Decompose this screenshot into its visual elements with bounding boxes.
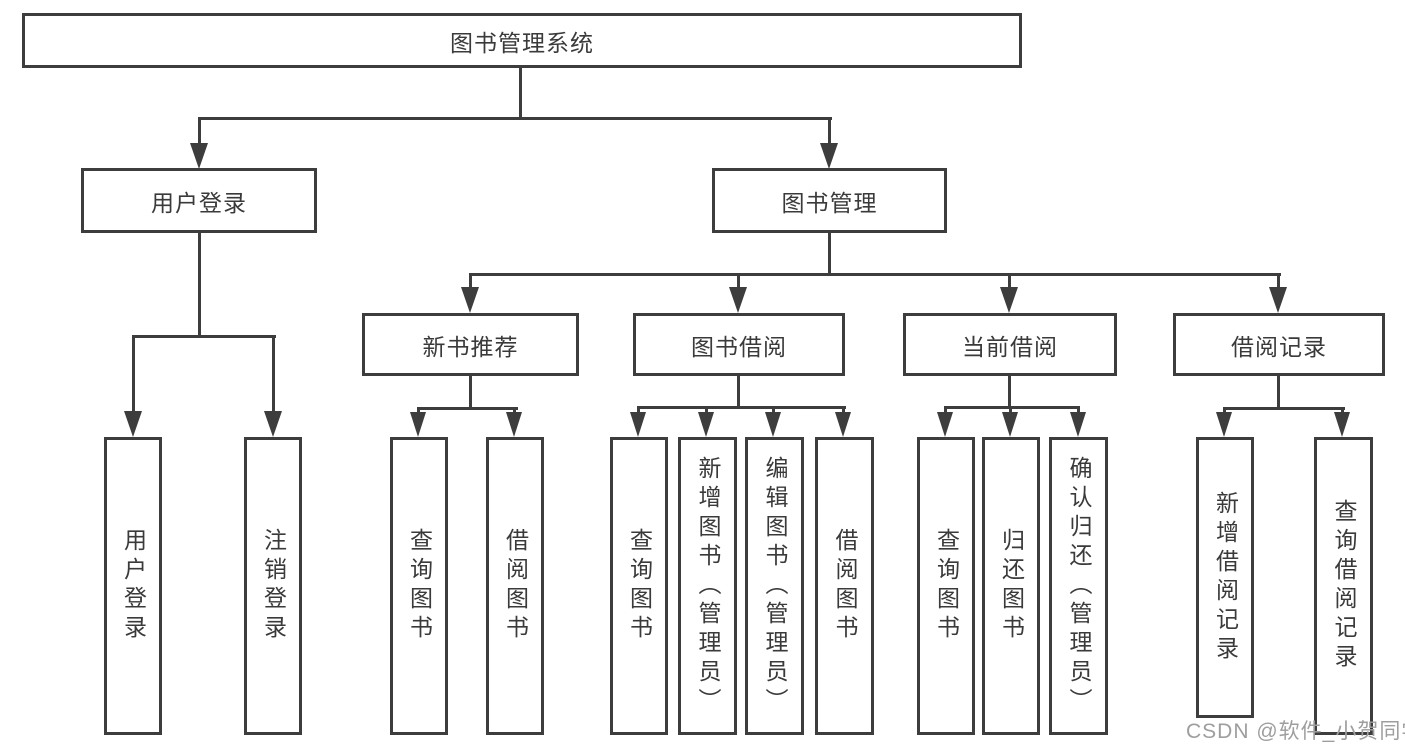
- arrow-down-icon: [698, 412, 714, 437]
- node-new-book-recommend: 新书推荐: [362, 313, 579, 376]
- connector-line: [1009, 406, 1012, 413]
- arrow-down-icon: [124, 411, 142, 437]
- connector-line: [705, 406, 708, 413]
- leaf-query-books-current: 查询图书: [917, 437, 975, 735]
- leaf-logout: 注销登录: [244, 437, 302, 735]
- node-user-login: 用户登录: [81, 168, 317, 233]
- leaf-user-login: 用户登录: [104, 437, 162, 735]
- leaf-edit-books-admin: 编辑图书（管理员）: [745, 437, 804, 735]
- node-label: 新增图书（管理员）: [695, 455, 721, 717]
- arrow-down-icon: [630, 412, 646, 437]
- node-label: 图书管理: [781, 189, 878, 216]
- connector-line: [1223, 407, 1226, 413]
- arrow-down-icon: [1334, 412, 1350, 437]
- connector-line: [1277, 273, 1280, 289]
- node-label: 查询借阅记录: [1331, 499, 1357, 673]
- connector-line: [417, 407, 420, 413]
- connector-line: [198, 233, 201, 336]
- leaf-add-borrow-record: 新增借阅记录: [1196, 437, 1254, 718]
- connector-line: [772, 406, 775, 413]
- arrow-down-icon: [506, 412, 522, 437]
- connector-line: [737, 376, 740, 407]
- connector-line: [637, 406, 640, 413]
- connector-line: [198, 117, 832, 120]
- connector-line: [469, 376, 472, 408]
- connector-line: [1008, 376, 1011, 407]
- node-label: 查询图书: [933, 528, 960, 644]
- arrow-down-icon: [1000, 287, 1018, 313]
- arrow-down-icon: [410, 412, 426, 437]
- connector-line: [132, 335, 276, 338]
- node-label: 借阅图书: [832, 528, 858, 644]
- node-label: 图书管理系统: [450, 29, 594, 56]
- node-label: 查询图书: [406, 528, 433, 644]
- connector-line: [272, 335, 275, 413]
- arrow-down-icon: [461, 287, 479, 313]
- arrow-down-icon: [1216, 412, 1232, 437]
- node-book-borrowing: 图书借阅: [633, 313, 845, 376]
- connector-line: [1008, 273, 1011, 289]
- connector-line: [1277, 376, 1280, 408]
- node-library-system: 图书管理系统: [22, 13, 1022, 68]
- arrow-down-icon: [765, 412, 781, 437]
- node-label: 确认归还（管理员）: [1066, 455, 1092, 717]
- arrow-down-icon: [820, 143, 838, 169]
- node-label: 借阅图书: [502, 528, 529, 644]
- arrow-down-icon: [1002, 412, 1018, 437]
- node-current-borrowing: 当前借阅: [903, 313, 1117, 376]
- arrow-down-icon: [729, 287, 747, 313]
- node-label: 新增借阅记录: [1212, 490, 1239, 665]
- node-label: 用户登录: [151, 189, 247, 216]
- connector-line: [828, 117, 831, 145]
- leaf-return-books: 归还图书: [982, 437, 1040, 735]
- connector-line: [519, 68, 522, 117]
- connector-line: [1077, 406, 1080, 413]
- leaf-query-borrow-record: 查询借阅记录: [1314, 437, 1373, 735]
- node-label: 归还图书: [998, 528, 1025, 644]
- connector-line: [469, 273, 1281, 276]
- node-label: 新书推荐: [422, 333, 519, 360]
- node-label: 借阅记录: [1231, 333, 1327, 360]
- node-label: 注销登录: [260, 528, 287, 644]
- connector-line: [944, 406, 947, 413]
- leaf-query-books-recommend: 查询图书: [390, 437, 448, 735]
- connector-line: [828, 233, 831, 274]
- leaf-borrow-books: 借阅图书: [815, 437, 874, 735]
- connector-line: [1341, 407, 1344, 413]
- arrow-down-icon: [1070, 412, 1086, 437]
- node-book-management: 图书管理: [712, 168, 947, 233]
- connector-line: [417, 407, 518, 410]
- connector-line: [469, 273, 472, 289]
- leaf-confirm-return-admin: 确认归还（管理员）: [1049, 437, 1108, 735]
- csdn-watermark: CSDN @软件_小贺同学: [1186, 720, 1405, 743]
- node-borrowing-records: 借阅记录: [1173, 313, 1385, 376]
- arrow-down-icon: [190, 143, 208, 169]
- connector-line: [637, 406, 846, 409]
- connector-line: [737, 273, 740, 289]
- node-label: 当前借阅: [962, 333, 1058, 360]
- node-label: 图书借阅: [691, 333, 787, 360]
- arrow-down-icon: [835, 412, 851, 437]
- node-label: 用户登录: [120, 528, 147, 644]
- connector-line: [198, 117, 201, 145]
- connector-line: [1223, 407, 1345, 410]
- connector-line: [132, 335, 135, 413]
- connector-line: [842, 406, 845, 413]
- arrow-down-icon: [264, 411, 282, 437]
- leaf-query-books: 查询图书: [610, 437, 668, 735]
- leaf-borrow-books-recommend: 借阅图书: [486, 437, 544, 735]
- arrow-down-icon: [1269, 287, 1287, 313]
- connector-line: [513, 407, 516, 413]
- node-label: 查询图书: [626, 528, 653, 644]
- node-label: 编辑图书（管理员）: [762, 455, 788, 717]
- leaf-add-books-admin: 新增图书（管理员）: [678, 437, 737, 735]
- arrow-down-icon: [937, 412, 953, 437]
- connector-line: [944, 406, 1080, 409]
